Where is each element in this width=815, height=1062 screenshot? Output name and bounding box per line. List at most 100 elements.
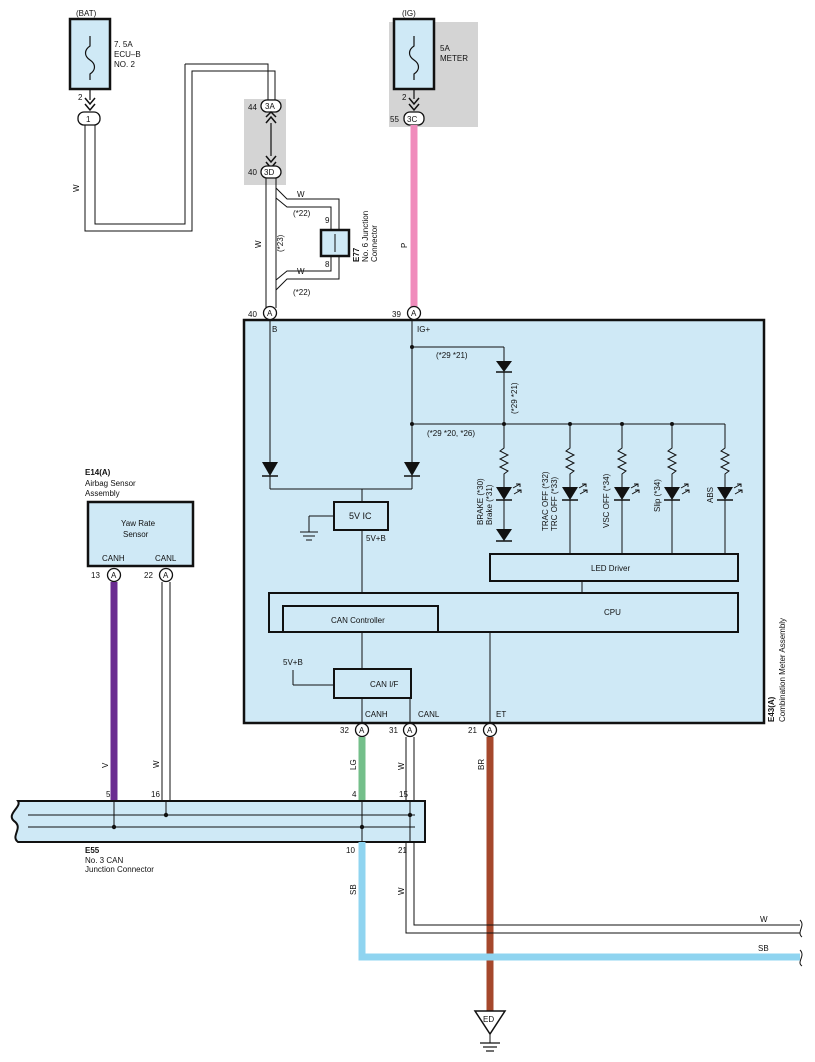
can-controller-label: CAN Controller — [331, 616, 385, 625]
e55-pin-4: 4 — [352, 790, 357, 799]
led-label-brake-2: Brake (*31) — [485, 484, 494, 525]
airbag-conn-canl[interactable] — [158, 567, 174, 583]
e55-name-2: Junction Connector — [85, 865, 154, 874]
airbag-conn-canh-label: A — [111, 571, 117, 580]
ic-5v: 5V IC — [333, 501, 389, 531]
airbag-sensor-assembly[interactable]: E14(A) Airbag Sensor Assembly Yaw Rate S… — [85, 468, 195, 568]
meter-conn-b-label: A — [267, 309, 273, 318]
pin-40: 40 — [248, 168, 257, 177]
bat-fuse-rating: 7. 5A — [114, 40, 133, 49]
connector-3a[interactable]: 44 3A — [248, 99, 282, 124]
ground-ed-label: ED — [483, 1015, 494, 1024]
conn-3c-label: 3C — [407, 115, 417, 124]
e77-note-left: (*23) — [276, 234, 285, 252]
led-label-slip: Slip (*34) — [653, 479, 662, 512]
bat-source-label: (BAT) — [76, 9, 97, 18]
e77-note-bottom: (*22) — [293, 288, 311, 297]
led-label-abs: ABS — [706, 487, 715, 503]
diode-icon — [496, 529, 512, 542]
e55-pin-15: 15 — [399, 790, 408, 799]
meter-pin-40: 40 — [248, 310, 257, 319]
meter-id: E43(A) — [767, 696, 776, 722]
meter-conn-ig-label: A — [411, 309, 417, 318]
ig-fuse-rating: 5A — [440, 44, 450, 53]
fuse-icon — [408, 36, 420, 80]
wire-label-w-e77-bottom: W — [297, 267, 305, 276]
meter-term-b: B — [272, 325, 277, 334]
ground-ed[interactable]: ED — [473, 1010, 507, 1052]
ig-source-label: (IG) — [402, 9, 416, 18]
led-trac-off[interactable]: TRAC OFF (*32) TRC OFF (*33) — [541, 424, 588, 554]
airbag-term-canl: CANL — [155, 554, 177, 563]
wire-label-sb-vertical: SB — [349, 884, 358, 895]
led-label-brake-1: BRAKE (*30) — [476, 478, 485, 525]
connector-3d[interactable]: 40 3D — [248, 155, 282, 179]
wire-label-sb-exit: SB — [758, 944, 769, 953]
meter-5vb-1: 5V+B — [366, 534, 386, 543]
connector-1[interactable] — [77, 111, 101, 126]
meter-name: Combination Meter Assembly — [778, 618, 787, 722]
e55-pin-10: 10 — [346, 846, 355, 855]
e77-pin-9: 9 — [325, 216, 330, 225]
connector-1-label: 1 — [86, 115, 91, 124]
meter-note-3: (*29 *20, *26) — [427, 429, 475, 438]
cpu-label: CPU — [604, 608, 621, 617]
meter-term-ig: IG+ — [417, 325, 430, 334]
wire-label-w-bat: W — [72, 184, 81, 192]
led-driver: LED Driver — [489, 553, 739, 582]
led-slip[interactable]: Slip (*34) — [653, 424, 690, 554]
e77-junction-connector[interactable]: 9 8 E77 No. 6 Junction Connector — [319, 211, 379, 269]
meter-conn-ig[interactable] — [406, 305, 422, 321]
wire-label-w-canl-airbag: W — [152, 760, 161, 768]
airbag-pin-22: 22 — [144, 571, 153, 580]
bat-fuse-name: ECU–B — [114, 50, 141, 59]
airbag-term-canh: CANH — [102, 554, 125, 563]
w-wire-meter-b — [265, 178, 340, 308]
airbag-pin-13: 13 — [91, 571, 100, 580]
wire-label-w-canl-meter: W — [397, 762, 406, 770]
e55-pin-5: 5 — [106, 790, 111, 799]
meter-conn-b[interactable] — [262, 305, 278, 321]
wire-sb — [358, 842, 800, 961]
led-abs[interactable]: ABS — [706, 424, 743, 554]
ground-icon — [300, 531, 318, 541]
wire-label-lg: LG — [349, 759, 358, 770]
meter-conn-et[interactable] — [482, 722, 498, 738]
airbag-conn-canh[interactable] — [106, 567, 122, 583]
meter-conn-canh-label: A — [359, 726, 365, 735]
airbag-name-1: Airbag Sensor — [85, 479, 136, 488]
e55-pin-21: 21 — [398, 846, 407, 855]
meter-pin-32: 32 — [340, 726, 349, 735]
wire-label-w-e77-top: W — [297, 190, 305, 199]
meter-conn-canl[interactable] — [402, 722, 418, 738]
ig-fuse-pin: 2 — [402, 93, 407, 102]
can-controller: CAN Controller — [282, 605, 439, 633]
ic-5v-label: 5V IC — [349, 511, 372, 521]
meter-pin-31: 31 — [389, 726, 398, 735]
ig-fuse-name: METER — [440, 54, 468, 63]
e55-can-junction-connector[interactable] — [10, 800, 426, 843]
chevron-down-icon — [84, 97, 96, 106]
led-vsc-off[interactable]: VSC OFF (*34) — [602, 424, 640, 554]
yaw-rate-label-2: Sensor — [123, 530, 149, 539]
diode-icon — [404, 462, 420, 477]
meter-pin-39: 39 — [392, 310, 401, 319]
can-if: CAN I/F — [333, 668, 412, 699]
ig-fuse[interactable]: (IG) 5A METER 2 55 3C — [390, 9, 468, 126]
meter-term-canh: CANH — [365, 710, 388, 719]
meter-conn-canh[interactable] — [354, 722, 370, 738]
can-if-label: CAN I/F — [370, 680, 399, 689]
pin-44: 44 — [248, 103, 257, 112]
diode-icon — [496, 361, 512, 373]
e77-note-top: (*22) — [293, 209, 311, 218]
led-brake[interactable]: BRAKE (*30) Brake (*31) — [476, 424, 522, 529]
pin-55: 55 — [390, 115, 399, 124]
led-label-trac-2: TRC OFF (*33) — [550, 476, 559, 531]
wire-label-v: V — [101, 762, 110, 768]
e55-name-1: No. 3 CAN — [85, 856, 123, 865]
bat-fuse[interactable]: (BAT) 7. 5A ECU–B NO. 2 2 1 — [68, 9, 141, 126]
meter-conn-canl-label: A — [407, 726, 413, 735]
e77-name-2: Connector — [370, 225, 379, 262]
wire-label-p: P — [400, 243, 409, 248]
